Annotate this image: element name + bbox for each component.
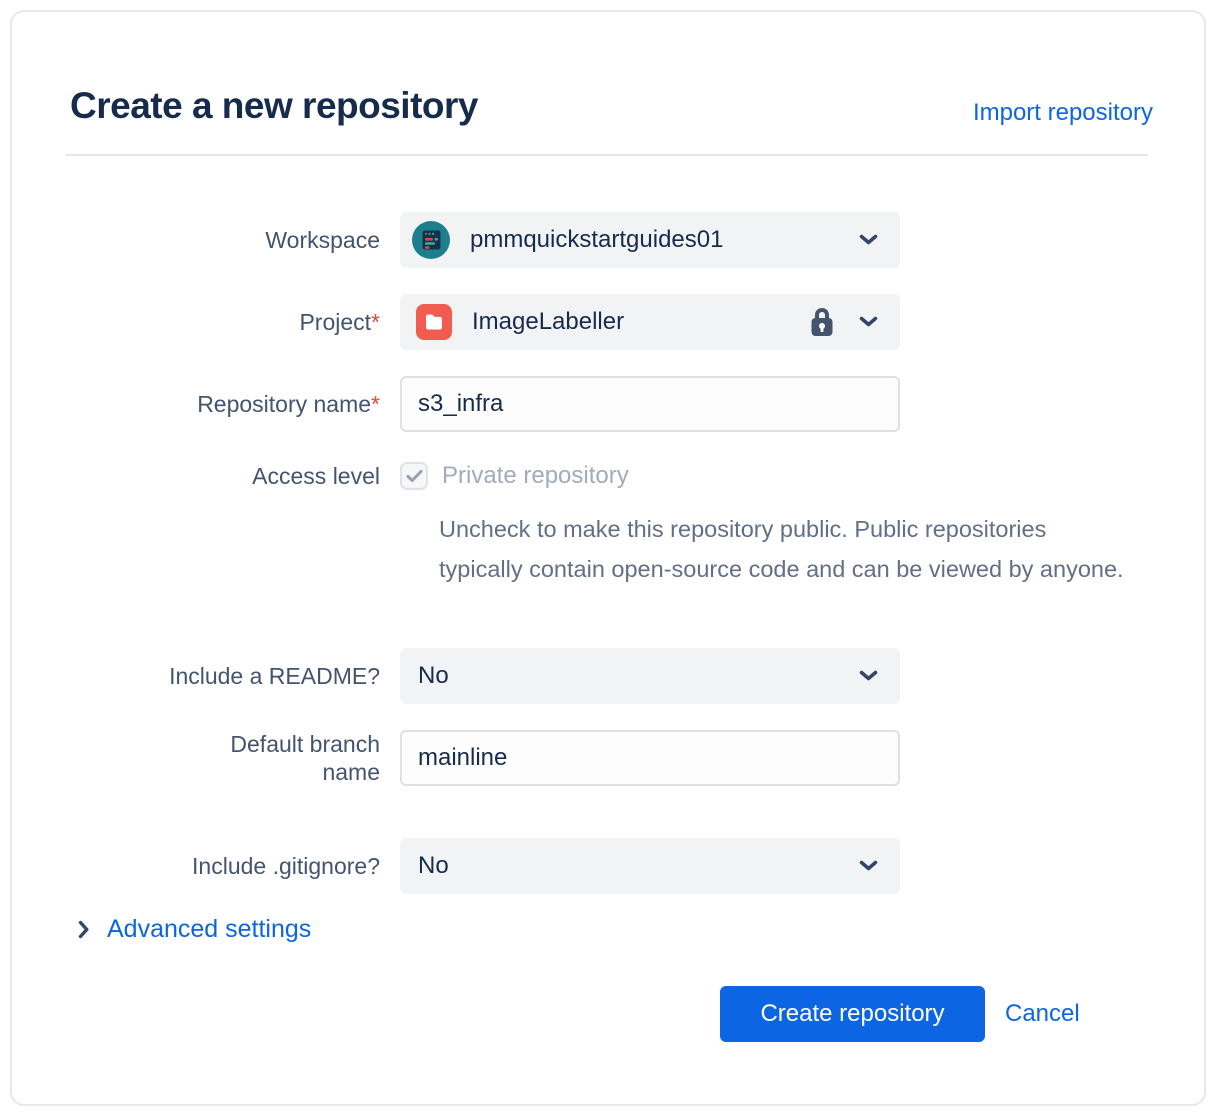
project-select[interactable]: ImageLabeller	[400, 294, 900, 350]
workspace-value: pmmquickstartguides01	[470, 226, 724, 253]
project-avatar-icon	[416, 304, 452, 340]
include-readme-row: Include a README? No	[70, 648, 1150, 704]
import-repository-link[interactable]: Import repository	[972, 99, 1153, 126]
lock-icon	[809, 306, 835, 338]
page-title: Create a new repository	[70, 85, 478, 126]
checkmark-icon	[406, 470, 422, 482]
default-branch-label: Default branch name	[230, 731, 380, 785]
project-label: Project*	[299, 309, 380, 335]
create-repository-button[interactable]: Create repository	[720, 986, 985, 1042]
project-row: Project* ImageLabeller	[70, 294, 1150, 350]
repository-name-input[interactable]	[400, 376, 900, 432]
access-level-row: Access level Private repository	[70, 461, 1150, 491]
chevron-down-icon	[859, 860, 878, 872]
repository-name-label: Repository name*	[197, 391, 380, 417]
include-gitignore-value: No	[418, 852, 449, 879]
include-readme-label: Include a README?	[169, 663, 380, 689]
include-readme-value: No	[418, 662, 449, 689]
chevron-down-icon	[859, 670, 878, 682]
project-value: ImageLabeller	[472, 308, 625, 335]
workspace-label: Workspace	[265, 227, 380, 253]
cancel-button[interactable]: Cancel	[1005, 1000, 1080, 1027]
private-repository-label: Private repository	[442, 462, 629, 489]
workspace-avatar-icon	[412, 221, 450, 259]
default-branch-row: Default branch name	[70, 730, 1150, 786]
required-asterisk: *	[371, 309, 380, 335]
advanced-settings-label: Advanced settings	[107, 915, 312, 943]
access-level-label: Access level	[252, 463, 380, 489]
create-repository-dialog: Create a new repository Import repositor…	[10, 10, 1206, 1106]
workspace-select[interactable]: pmmquickstartguides01	[400, 212, 900, 268]
include-gitignore-row: Include .gitignore? No	[70, 838, 1150, 894]
repository-name-row: Repository name*	[70, 376, 1150, 432]
include-gitignore-label: Include .gitignore?	[192, 853, 380, 879]
private-repository-checkbox[interactable]	[400, 462, 428, 490]
advanced-settings-toggle[interactable]: Advanced settings	[78, 912, 311, 946]
default-branch-input[interactable]	[400, 730, 900, 786]
required-asterisk: *	[371, 391, 380, 417]
chevron-down-icon	[859, 316, 878, 328]
workspace-row: Workspace pmmquickstart	[70, 212, 1150, 268]
access-level-help-text: Uncheck to make this repository public. …	[439, 516, 1124, 582]
include-gitignore-select[interactable]: No	[400, 838, 900, 894]
header-divider	[66, 154, 1148, 156]
include-readme-select[interactable]: No	[400, 648, 900, 704]
chevron-down-icon	[859, 234, 878, 246]
chevron-right-icon	[78, 920, 90, 939]
